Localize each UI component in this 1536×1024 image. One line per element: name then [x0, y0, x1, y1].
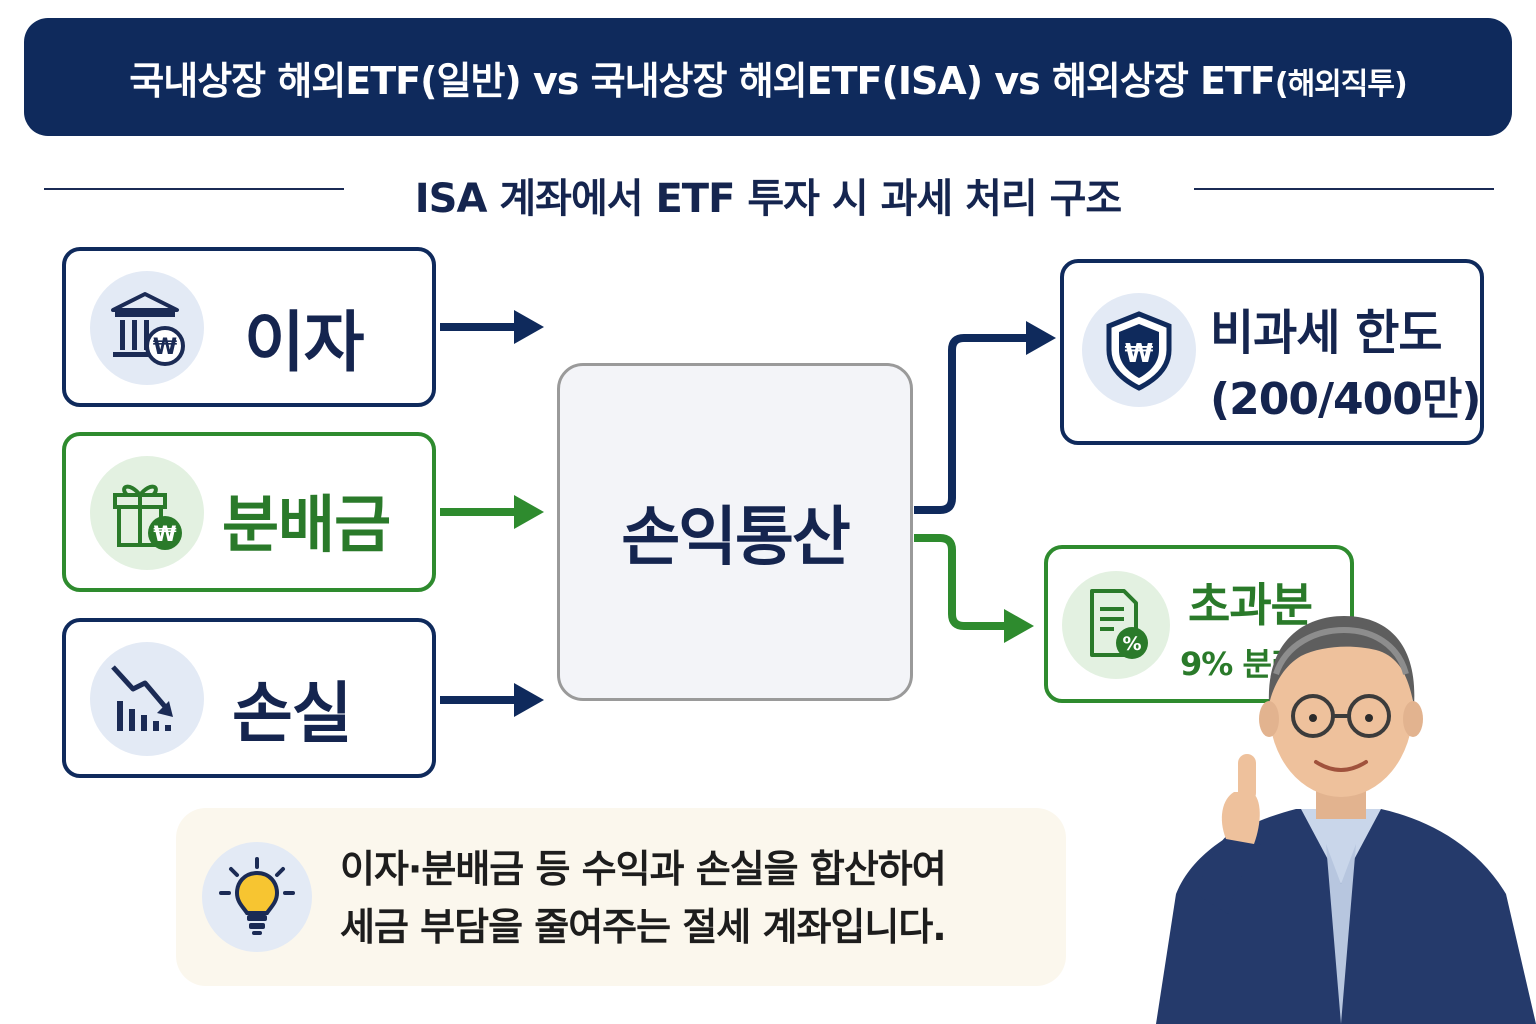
input-box-distribution: ₩ 분배금 — [62, 432, 436, 592]
arrow-distribution — [440, 495, 544, 529]
svg-text:₩: ₩ — [153, 522, 176, 546]
subtitle: ISA 계좌에서 ETF 투자 시 과세 처리 구조 — [414, 176, 1122, 222]
document-percent-icon: % — [1062, 571, 1170, 679]
center-box-netting: 손익통산 — [557, 363, 913, 701]
arrow-loss — [440, 683, 544, 717]
page-title-suffix: (해외직투) — [1274, 66, 1408, 102]
note-box: 이자·분배금 등 수익과 손실을 합산하여 세금 부담을 줄여주는 절세 계좌입… — [176, 808, 1066, 986]
shield-won-icon: ₩ — [1082, 293, 1196, 407]
subtitle-line-right — [1194, 188, 1494, 190]
svg-text:%: % — [1122, 633, 1141, 655]
arrow-to-excess — [914, 534, 1034, 643]
note-line-2: 세금 부담을 줄여주는 절세 계좌입니다. — [340, 905, 947, 949]
note-text: 이자·분배금 등 수익과 손실을 합산하여 세금 부담을 줄여주는 절세 계좌입… — [340, 840, 947, 956]
arrow-to-tax-free — [914, 321, 1056, 514]
output-box-tax-free: ₩ 비과세 한도 (200/400만) — [1060, 259, 1484, 445]
input-label-distribution: 분배금 — [222, 488, 391, 561]
input-box-interest: ₩ 이자 — [62, 247, 436, 407]
page-title: 국내상장 해외ETF(일반) vs 국내상장 해외ETF(ISA) vs 해외상… — [129, 58, 1408, 103]
arrow-interest — [440, 310, 544, 344]
svg-text:₩: ₩ — [1125, 339, 1154, 369]
chart-down-icon — [90, 642, 204, 756]
note-line-1: 이자·분배금 등 수익과 손실을 합산하여 — [340, 847, 947, 891]
presenter-figure — [1156, 616, 1536, 1024]
input-label-interest: 이자 — [244, 304, 364, 381]
subtitle-line-left — [44, 188, 344, 190]
title-bar: 국내상장 해외ETF(일반) vs 국내상장 해외ETF(ISA) vs 해외상… — [24, 18, 1512, 136]
input-label-loss: 손실 — [232, 675, 352, 752]
bank-icon: ₩ — [90, 271, 204, 385]
gift-icon: ₩ — [90, 456, 204, 570]
output-label-excess: 초과분 — [1188, 578, 1313, 632]
center-label: 손익통산 — [621, 501, 851, 575]
input-box-loss: 손실 — [62, 618, 436, 778]
lightbulb-icon — [202, 842, 312, 952]
output-sub-tax-free: (200/400만) — [1210, 374, 1481, 425]
output-label-tax-free: 비과세 한도 — [1210, 305, 1443, 361]
svg-text:₩: ₩ — [153, 335, 177, 360]
